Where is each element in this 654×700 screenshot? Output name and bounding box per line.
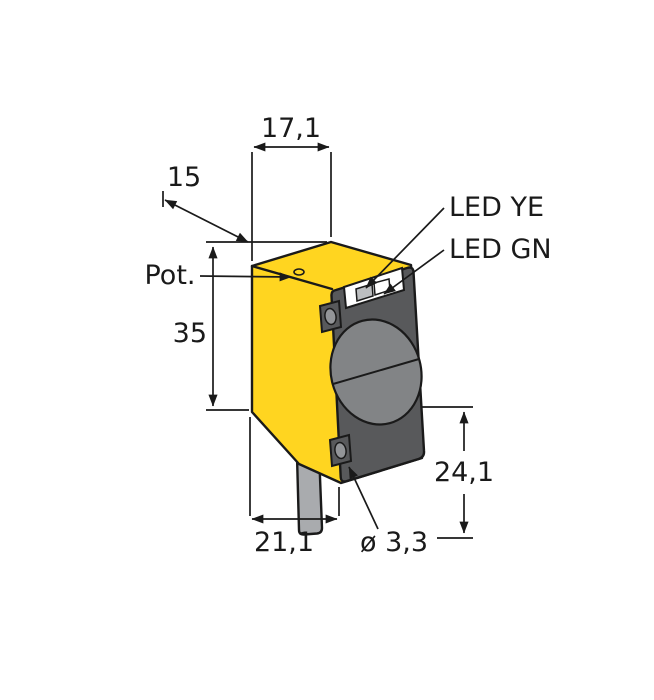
dim-bottom-width: 21,1: [249, 417, 340, 558]
dim-label-front-height: 24,1: [434, 457, 494, 488]
mount-hole-bottom: [334, 441, 347, 460]
dim-label-top-width: 17,1: [261, 113, 321, 144]
mount-boss-top: [318, 299, 343, 334]
lens-seam: [332, 358, 420, 385]
led-ye-leader-line: [365, 207, 445, 289]
dim-label-body-height: 35: [173, 318, 207, 349]
dim-label-hole-diameter: ø 3,3: [360, 527, 428, 558]
led-gn-leader-line: [383, 249, 445, 295]
potentiometer: [293, 268, 305, 276]
dim-body-height: 35: [173, 241, 327, 411]
dim-hole-diameter: ø 3,3: [348, 466, 428, 558]
dim-front-height: 24,1: [421, 406, 494, 539]
dim-label-bottom-width: 21,1: [254, 527, 314, 558]
led-gn-label: LED GN: [449, 234, 552, 265]
hole-leader-line: [348, 466, 379, 530]
dim-top-width: 17,1: [251, 113, 332, 261]
mount-hole-top: [324, 307, 337, 326]
dim-top-depth: 15: [162, 162, 249, 243]
mount-boss-bottom: [328, 433, 353, 468]
led-ye-label: LED YE: [449, 192, 544, 223]
dim-label-top-depth: 15: [167, 162, 201, 193]
lens: [329, 318, 423, 426]
pot-label: Pot.: [144, 260, 195, 291]
label-led-ye: LED YE: [365, 192, 544, 289]
dim-line: [164, 199, 249, 243]
label-led-gn: LED GN: [383, 234, 552, 295]
body-top-left-edge: [250, 264, 334, 291]
